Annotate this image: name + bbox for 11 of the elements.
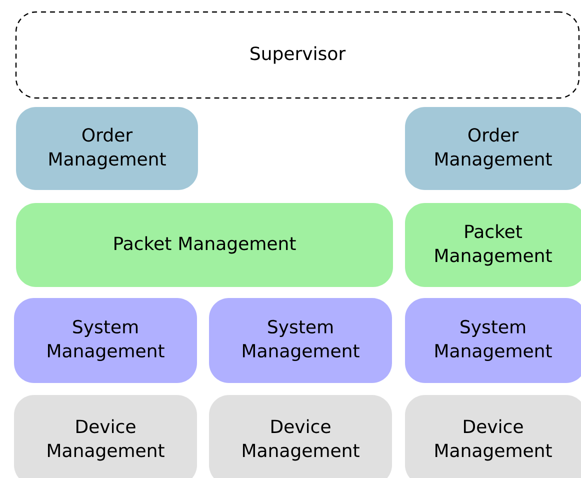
rounded-box: Device Management xyxy=(405,394,581,478)
rounded-box: System Management xyxy=(14,298,197,383)
rounded-box: Packet Management xyxy=(16,203,393,287)
rounded-box: Packet Management xyxy=(405,203,581,287)
rounded-box: System Management xyxy=(209,298,392,383)
rounded-box: Device Management xyxy=(209,394,392,478)
rounded-box: System Management xyxy=(405,298,581,383)
dashed-box: Supervisor xyxy=(15,11,580,99)
rounded-box: Device Management xyxy=(14,394,197,478)
rounded-box: Order Management xyxy=(16,106,198,190)
rounded-box: Order Management xyxy=(405,106,581,190)
